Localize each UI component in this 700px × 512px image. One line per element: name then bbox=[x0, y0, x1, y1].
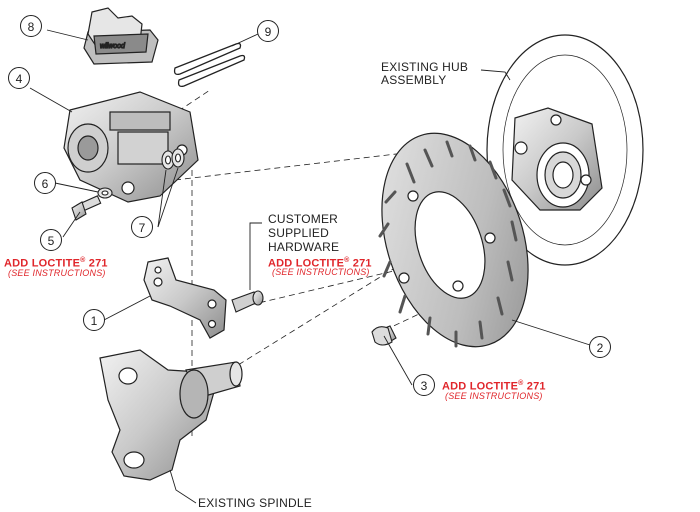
rotor bbox=[378, 132, 529, 348]
callout-7: 7 bbox=[131, 216, 153, 238]
callout-8: 8 bbox=[20, 15, 42, 37]
callout-6: 6 bbox=[34, 172, 56, 194]
rotor-bolt bbox=[371, 325, 397, 346]
caliper-bolt bbox=[71, 195, 102, 221]
loctite-note-customer: (SEE INSTRUCTIONS) bbox=[272, 267, 370, 277]
brake-pad: wilwood bbox=[83, 7, 159, 65]
pad-brand-text: wilwood bbox=[100, 43, 126, 50]
hub-label-line2: ASSEMBLY bbox=[381, 73, 447, 87]
callout-4: 4 bbox=[8, 67, 30, 89]
customer-label-line2: SUPPLIED bbox=[268, 226, 329, 240]
customer-label-line3: HARDWARE bbox=[268, 240, 340, 254]
hub-label-line1: EXISTING HUB bbox=[381, 60, 469, 74]
spring-clip bbox=[173, 42, 246, 88]
loctite-label-rotor-bolt: ADD LOCTITE® 271 bbox=[442, 380, 546, 393]
callout-9: 9 bbox=[257, 20, 279, 42]
leader-lines bbox=[29, 29, 591, 504]
hub-assembly bbox=[486, 34, 644, 266]
customer-bolt bbox=[231, 290, 264, 313]
callout-3: 3 bbox=[413, 374, 435, 396]
spindle-label: EXISTING SPINDLE bbox=[198, 496, 312, 510]
callout-5: 5 bbox=[40, 229, 62, 251]
loctite-label-customer: ADD LOCTITE® 271 bbox=[268, 257, 372, 270]
loctite-note-rotor-bolt: (SEE INSTRUCTIONS) bbox=[445, 391, 543, 401]
mounting-bracket bbox=[143, 257, 227, 339]
loctite-note-caliper-bolt: (SEE INSTRUCTIONS) bbox=[8, 268, 106, 278]
loctite-label-caliper-bolt: ADD LOCTITE® 271 bbox=[4, 257, 108, 270]
callout-1: 1 bbox=[83, 309, 105, 331]
callout-2: 2 bbox=[589, 336, 611, 358]
caliper bbox=[63, 91, 199, 203]
customer-label-line1: CUSTOMER bbox=[268, 212, 339, 226]
washers bbox=[97, 148, 185, 199]
spindle bbox=[99, 349, 243, 481]
